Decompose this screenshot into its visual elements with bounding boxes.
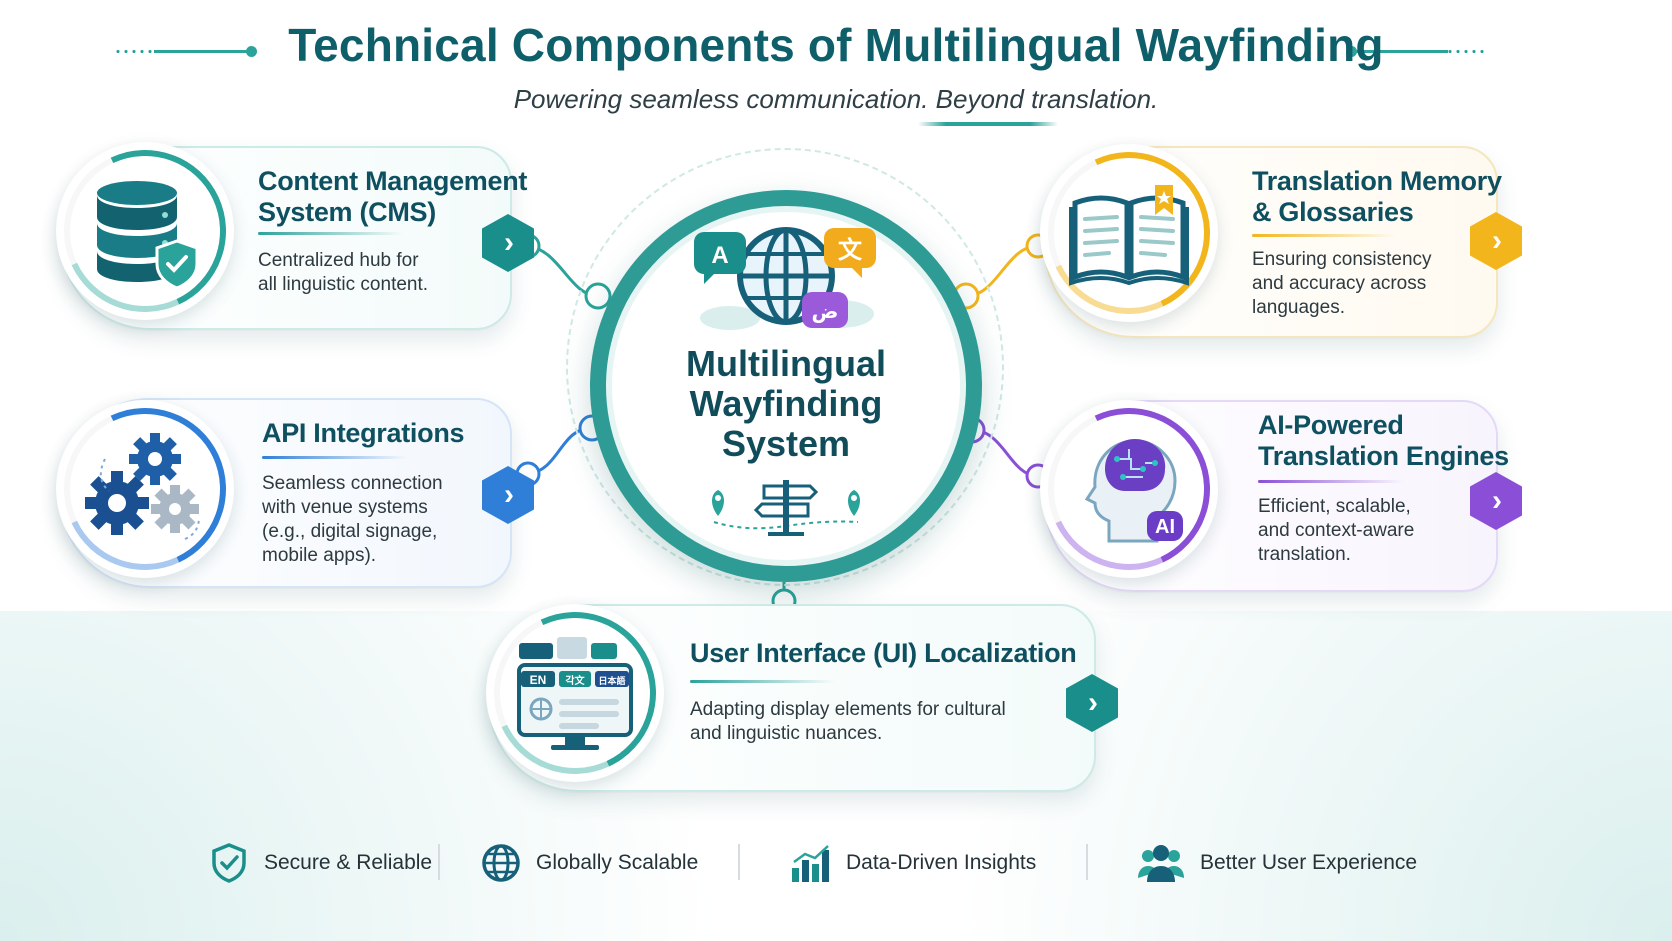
ai-desc-line: Efficient, scalable,	[1258, 496, 1411, 517]
footer-item-secure: Secure & Reliable	[208, 838, 432, 888]
ai-description: Efficient, scalable, and context-aware t…	[1258, 495, 1414, 567]
footer-benefits: Secure & Reliable Globally Scalable Data…	[0, 838, 1672, 888]
footer-item-experience: Better User Experience	[1136, 838, 1417, 888]
ui-desc-line: Adapting display elements for cultural	[690, 699, 1006, 720]
tm-description: Ensuring consistency and accuracy across…	[1252, 248, 1432, 320]
ui-desc-line: and linguistic nuances.	[690, 723, 883, 744]
signpost-icon	[712, 480, 860, 536]
shield-check-icon	[212, 843, 246, 883]
tm-desc-line: Ensuring consistency	[1252, 249, 1432, 270]
cms-description: Centralized hub for all linguistic conte…	[258, 249, 428, 297]
users-icon	[1138, 845, 1184, 882]
center-title: Multilingual Wayfinding System	[610, 344, 962, 464]
globe-icon	[482, 844, 520, 882]
ai-icon-disc: AI	[1040, 400, 1218, 578]
lang-tab-ja: 日本語	[598, 675, 625, 687]
ui-icon-disc: EN 각文 日本語	[486, 604, 664, 782]
ui-rule	[690, 680, 835, 683]
ai-title: AI-Powered Translation Engines	[1258, 410, 1509, 472]
ai-desc-line: translation.	[1258, 544, 1351, 565]
chevron-right-icon: ›	[504, 478, 514, 511]
open-book-icon	[1069, 185, 1189, 286]
chevron-right-icon: ›	[1492, 484, 1502, 517]
gears-icon	[85, 433, 200, 540]
ai-desc-line: and context-aware	[1258, 520, 1415, 541]
footer-item-insights: Data-Driven Insights	[790, 838, 1036, 888]
bubble-latin: A	[711, 242, 728, 269]
ai-head-icon: AI	[1084, 439, 1183, 543]
api-desc-line: with venue systems	[262, 497, 428, 518]
footer-separator	[438, 844, 440, 880]
bubble-arabic: ض	[812, 299, 839, 323]
center-title-line: Wayfinding	[689, 383, 883, 424]
subtitle-underline	[918, 122, 1058, 126]
globe-language-icon: A 文 ض	[694, 227, 876, 330]
bar-chart-icon	[792, 845, 829, 882]
ai-badge-text: AI	[1155, 516, 1175, 538]
api-rule	[262, 456, 407, 459]
tm-title-line: & Glossaries	[1252, 197, 1414, 227]
tm-title-line: Translation Memory	[1252, 166, 1502, 196]
cms-desc-line: Centralized hub for	[258, 250, 419, 271]
cms-icon-disc	[56, 142, 234, 320]
ui-description: Adapting display elements for cultural a…	[690, 698, 1006, 746]
api-icon-disc	[56, 400, 234, 578]
lang-tab-ko: 각文	[565, 674, 585, 687]
footer-label: Better User Experience	[1200, 851, 1418, 874]
ai-title-line: AI-Powered	[1258, 410, 1404, 440]
tm-desc-line: languages.	[1252, 297, 1345, 318]
tm-rule	[1252, 234, 1397, 237]
center-halo	[566, 148, 1004, 586]
api-title: API Integrations	[262, 418, 465, 448]
lang-tab-en: EN	[530, 673, 547, 687]
cms-desc-line: all linguistic content.	[258, 274, 429, 295]
footer-item-scalable: Globally Scalable	[480, 838, 698, 888]
ai-title-line: Translation Engines	[1258, 441, 1509, 471]
page-title: Technical Components of Multilingual Way…	[288, 19, 1384, 71]
title-decoration-left	[114, 46, 257, 57]
cms-title-line: Content Management	[258, 166, 528, 196]
page-subtitle: Powering seamless communication. Beyond …	[513, 84, 1159, 114]
footer-separator	[738, 844, 740, 880]
footer-separator	[1086, 844, 1088, 880]
database-shield-icon	[97, 181, 199, 290]
tm-icon-disc	[1040, 144, 1218, 322]
footer-label: Data-Driven Insights	[846, 851, 1037, 874]
tm-title: Translation Memory & Glossaries	[1252, 166, 1502, 228]
chevron-right-icon: ›	[1492, 224, 1502, 257]
ai-rule	[1258, 480, 1403, 483]
monitor-languages-icon: EN 각文 日本語	[517, 637, 633, 750]
cms-title: Content Management System (CMS)	[258, 166, 527, 228]
footer-label: Secure & Reliable	[264, 851, 433, 874]
api-description: Seamless connection with venue systems (…	[262, 472, 443, 568]
title-decoration-right	[1346, 46, 1486, 57]
chevron-right-icon: ›	[504, 226, 514, 259]
api-desc-line: (e.g., digital signage,	[262, 521, 438, 542]
cms-rule	[258, 232, 403, 235]
ui-title: User Interface (UI) Localization	[690, 638, 1077, 668]
bubble-chinese: 文	[838, 236, 863, 264]
tm-desc-line: and accuracy across	[1252, 273, 1427, 294]
chevron-right-icon: ›	[1088, 686, 1098, 719]
center-title-line: System	[721, 423, 851, 464]
footer-label: Globally Scalable	[536, 851, 699, 874]
center-title-line: Multilingual	[686, 343, 886, 384]
cms-title-line: System (CMS)	[258, 197, 436, 227]
api-desc-line: Seamless connection	[262, 473, 443, 494]
api-desc-line: mobile apps).	[262, 545, 377, 566]
